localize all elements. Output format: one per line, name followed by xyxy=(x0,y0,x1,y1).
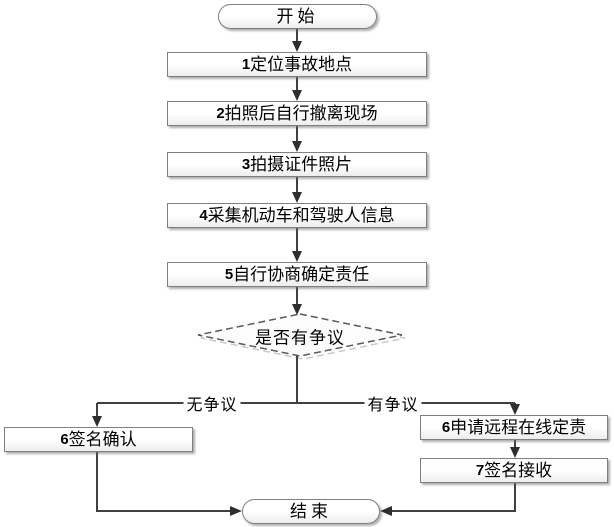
end-label: 结束 xyxy=(290,502,332,521)
end-node: 结束 xyxy=(242,499,380,524)
step-2-label: 拍照后自行撤离现场 xyxy=(224,104,378,123)
arrowheads xyxy=(92,41,520,516)
step-1-label: 定位事故地点 xyxy=(250,55,353,74)
arrowhead-end-right xyxy=(380,506,392,516)
step-3-label: 拍摄证件照片 xyxy=(250,155,353,174)
step-6-left-number: 6 xyxy=(60,431,69,448)
step-3-number: 3 xyxy=(241,156,251,173)
connector-left-end xyxy=(96,452,231,512)
step-7-number: 7 xyxy=(475,462,485,479)
step-5-label: 自行协商确定责任 xyxy=(233,265,370,284)
step-7-label: 签名接收 xyxy=(484,461,553,480)
arrowhead-decision xyxy=(292,304,302,315)
arrowhead-step3 xyxy=(292,141,302,152)
decision-label: 是否有争议 xyxy=(255,328,345,348)
decision-diamond-shape xyxy=(197,313,403,357)
arrowhead-right-box xyxy=(510,404,520,415)
step-6-left-label: 签名确认 xyxy=(68,430,137,449)
arrowhead-end-left xyxy=(230,506,242,516)
dispute-text: 有争议 xyxy=(367,397,419,414)
step-1-number: 1 xyxy=(241,56,251,73)
arrowhead-left-box xyxy=(92,416,102,427)
edge-label-dispute: 有争议 xyxy=(364,391,422,415)
step-5-number: 5 xyxy=(224,266,234,283)
step-6-right-number: 6 xyxy=(441,419,451,436)
arrowhead-step4 xyxy=(292,192,302,203)
arrowhead-step1 xyxy=(292,41,302,52)
start-label: 开始 xyxy=(276,7,319,26)
start-node: 开始 xyxy=(218,4,377,29)
step-4-label: 采集机动车和驾驶人信息 xyxy=(207,206,395,225)
flow-connectors xyxy=(96,28,516,512)
arrowhead-step7 xyxy=(510,447,520,458)
no-dispute-text: 无争议 xyxy=(186,397,238,414)
step-6-right-label: 申请远程在线定责 xyxy=(450,418,587,437)
connector-right-end xyxy=(391,483,516,512)
arrowhead-step2 xyxy=(292,90,302,101)
step-2-number: 2 xyxy=(216,105,225,122)
decision-dispute-question: 是否有争议 xyxy=(255,324,345,349)
edge-label-no-dispute: 无争议 xyxy=(183,391,241,415)
arrowhead-step5 xyxy=(292,251,302,262)
step-4-number: 4 xyxy=(199,207,208,224)
